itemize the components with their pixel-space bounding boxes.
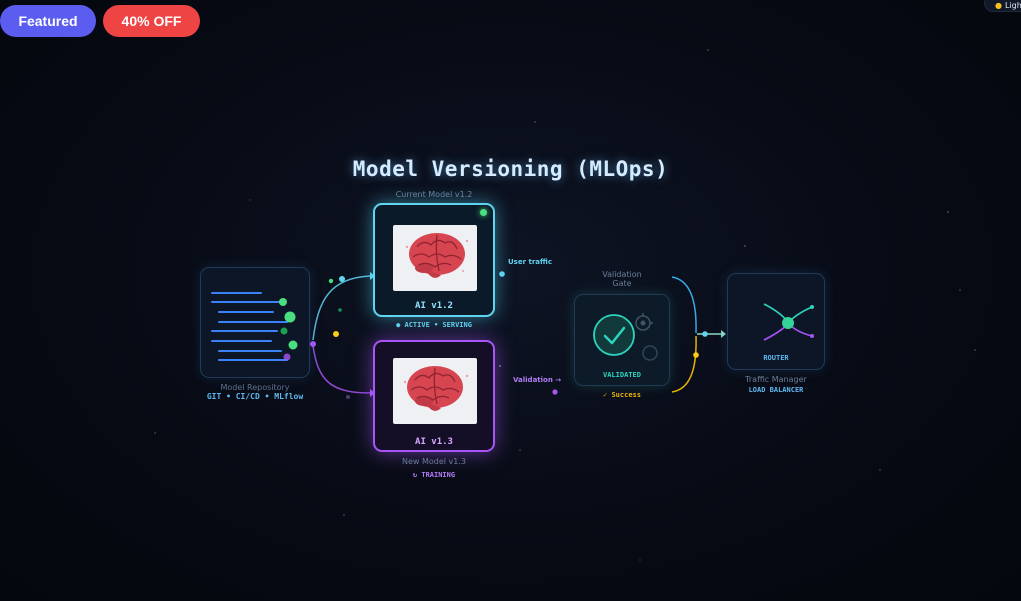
featured-badge[interactable]: Featured <box>0 5 96 37</box>
brain-icon <box>403 366 469 411</box>
traffic-manager-card[interactable]: ROUTER <box>727 273 825 370</box>
brain-icon <box>405 233 469 278</box>
current-arrowhead <box>370 272 375 280</box>
validation-gate-title: Validation Gate <box>602 270 642 288</box>
router-label: ROUTER <box>763 354 789 362</box>
new-model-card[interactable]: AI v1.3 <box>373 340 495 452</box>
model-repository-card[interactable] <box>200 267 310 378</box>
page-title: Model Versioning (MLOps) <box>352 157 669 181</box>
brain-image <box>393 225 477 291</box>
new-model-status: ↻ TRAINING <box>412 471 456 479</box>
repo-to-current-connector <box>312 275 371 341</box>
brain-image <box>393 358 477 424</box>
active-indicator <box>480 209 487 216</box>
validation-gate-card[interactable]: VALIDATED <box>574 294 670 386</box>
current-model-badge: AI v1.2 <box>415 301 453 311</box>
gate-output-top-connector <box>671 276 697 334</box>
theme-toggle[interactable]: ● Ligh <box>984 0 1021 12</box>
repository-tags: GIT • CI/CD • MLflow <box>206 392 304 401</box>
new-model-badge: AI v1.3 <box>415 437 453 447</box>
traffic-manager-role: LOAD BALANCER <box>748 386 804 394</box>
validation-label: Validation → <box>513 376 562 384</box>
repo-to-new-connector <box>312 345 371 394</box>
new-arrowhead <box>370 389 375 397</box>
traffic-manager-name: Traffic Manager <box>745 375 807 384</box>
router-icon <box>763 303 814 341</box>
sun-icon: ● <box>995 0 1002 10</box>
user-traffic-label: User traffic <box>508 258 552 266</box>
current-model-caption: Current Model v1.2 <box>395 190 473 199</box>
repository-name: Model Repository <box>220 383 290 392</box>
code-lines-icon <box>211 292 298 361</box>
theme-toggle-label: Ligh <box>1004 0 1021 10</box>
validation-state: VALIDATED <box>603 371 641 379</box>
current-model-status: ● ACTIVE • SERVING <box>396 321 472 329</box>
gate-output-bottom-connector <box>671 335 697 393</box>
new-model-caption: New Model v1.3 <box>401 457 466 466</box>
validation-result: ✓ Success <box>603 391 641 399</box>
check-gauge-icon <box>593 313 658 361</box>
discount-badge[interactable]: 40% OFF <box>103 5 200 37</box>
current-model-card[interactable]: AI v1.2 <box>373 203 495 317</box>
